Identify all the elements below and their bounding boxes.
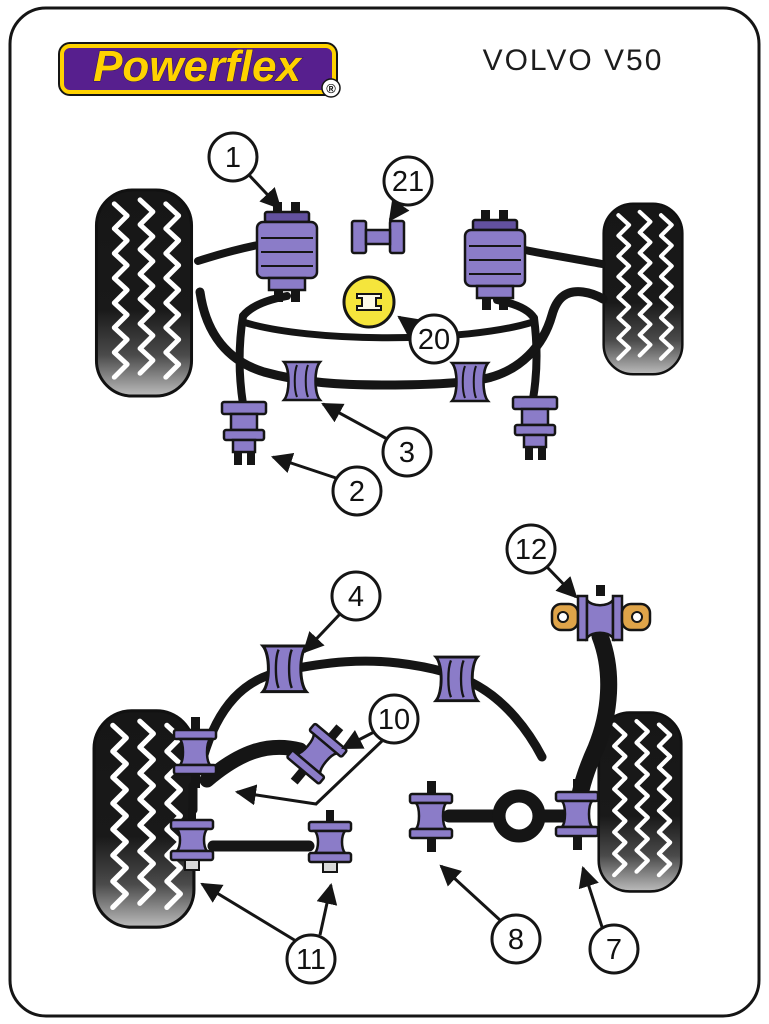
callout-3-arrow xyxy=(321,402,390,442)
callout-7-arrow xyxy=(578,866,605,931)
front-suspension-diagram: 1 21 20 3 2 xyxy=(96,131,683,517)
callout-1: 1 xyxy=(207,131,282,210)
item-12-washer-right xyxy=(611,594,624,642)
item-12-washer-left xyxy=(576,594,589,642)
callout-2-arrow xyxy=(271,453,340,481)
callout-3-circle xyxy=(381,426,433,478)
bushing-item-20 xyxy=(342,275,396,329)
item-12-bracket-left-hole xyxy=(557,611,569,623)
callout-2: 2 xyxy=(271,453,383,517)
bushing-item-1-left xyxy=(255,200,319,304)
item-12-stud xyxy=(596,585,605,596)
rear-right-tire xyxy=(599,713,682,892)
bushing-item-12 xyxy=(550,585,652,642)
callout-10-circle xyxy=(368,693,420,745)
callout-20-label: 20 xyxy=(418,324,450,356)
callout-10-arrow-short xyxy=(341,730,375,750)
callout-4-arrow xyxy=(302,612,342,654)
bushing-item-1-right xyxy=(463,208,527,312)
bushing-item-11-right xyxy=(307,808,353,874)
item-20-clamp xyxy=(356,293,382,311)
callout-12: 12 xyxy=(505,523,578,599)
logo-background xyxy=(60,44,336,94)
registered-mark-badge xyxy=(321,78,341,98)
callout-2-circle xyxy=(331,465,383,517)
rear-anti-roll-bar xyxy=(198,656,547,763)
callout-10: 10 xyxy=(234,693,420,806)
page-border xyxy=(8,6,761,1018)
callout-11-label: 11 xyxy=(296,944,326,976)
bushing-item-10-angled xyxy=(276,712,357,797)
front-left-tire xyxy=(96,190,191,396)
callout-7-circle xyxy=(588,923,640,975)
callout-21-arrow xyxy=(388,198,410,222)
callout-10-label: 10 xyxy=(378,704,410,736)
item-12-body xyxy=(585,596,615,642)
callout-3: 3 xyxy=(321,402,433,478)
callout-8-label: 8 xyxy=(508,924,524,956)
callout-12-label: 12 xyxy=(515,534,547,566)
callout-21-circle xyxy=(382,155,434,207)
callout-4-circle xyxy=(330,570,382,622)
callout-10-arrow-long xyxy=(234,739,384,806)
callout-21: 21 xyxy=(382,155,434,222)
bushing-item-21 xyxy=(350,219,406,255)
callout-8-circle xyxy=(490,913,542,965)
bushing-item-3-right xyxy=(450,361,490,403)
callout-20: 20 xyxy=(397,313,460,365)
callout-12-arrow xyxy=(545,565,578,599)
bushing-item-2-right xyxy=(511,395,559,462)
callout-4: 4 xyxy=(302,570,382,654)
callout-4-label: 4 xyxy=(348,581,364,613)
callout-21-label: 21 xyxy=(392,166,424,198)
callout-11-arrow-right xyxy=(316,882,338,936)
powerflex-logo: Powerflex ® xyxy=(58,42,341,98)
rear-suspension-diagram: 12 4 10 11 8 7 xyxy=(94,523,682,985)
callout-11-circle xyxy=(285,933,337,985)
front-left-upper-link xyxy=(194,241,262,265)
callout-12-circle xyxy=(505,523,557,575)
bushing-item-3-left xyxy=(282,360,322,402)
model-title: VOLVO V50 xyxy=(483,44,664,77)
rear-lower-arm-band xyxy=(199,739,308,788)
callout-1-label: 1 xyxy=(225,142,241,174)
front-crossmember xyxy=(239,318,537,342)
brand-text: Powerflex xyxy=(93,42,302,91)
callout-11-arrow-left xyxy=(200,882,297,943)
callout-3-label: 3 xyxy=(399,437,415,469)
bushing-item-4-right xyxy=(434,655,479,703)
front-right-rail xyxy=(529,314,541,403)
front-right-tire xyxy=(604,204,683,375)
item-12-bracket-right-hole xyxy=(631,611,643,623)
callout-7: 7 xyxy=(578,866,640,975)
callout-1-arrow xyxy=(247,173,282,210)
callout-7-label: 7 xyxy=(606,934,622,966)
registered-mark: ® xyxy=(326,81,336,96)
callout-11: 11 xyxy=(200,882,338,985)
callout-1-circle xyxy=(207,131,259,183)
callout-20-circle xyxy=(408,313,460,365)
callout-8-arrow xyxy=(439,864,503,923)
front-right-upper-link xyxy=(521,246,606,268)
callout-2-label: 2 xyxy=(349,476,365,508)
callout-8: 8 xyxy=(439,864,542,965)
bushing-item-2-left xyxy=(220,400,268,467)
bushing-item-4-left xyxy=(261,644,308,694)
